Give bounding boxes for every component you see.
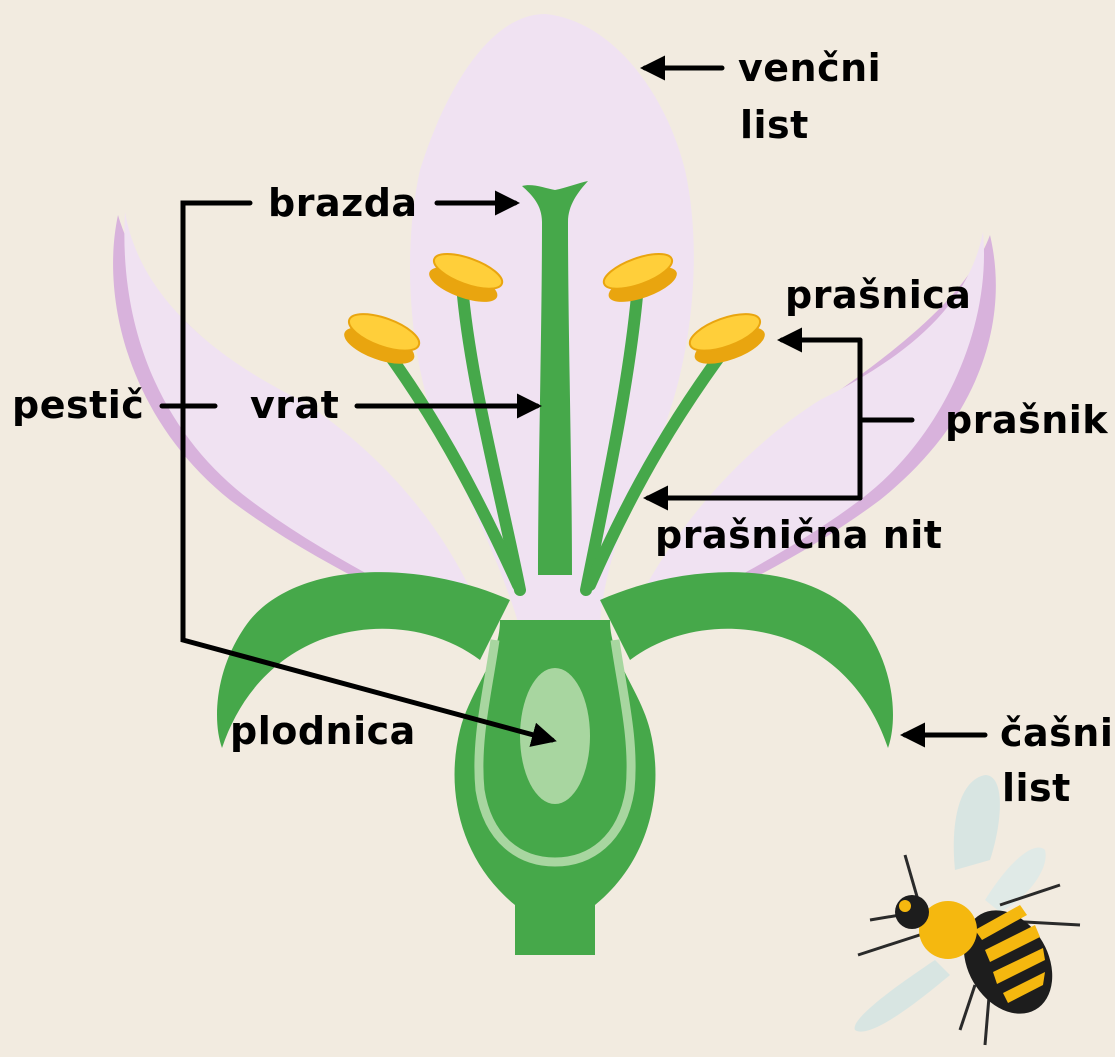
label-petal-line1: venčni [738, 45, 881, 91]
label-ovary: plodnica [230, 708, 416, 754]
label-pistil: pestič [12, 382, 144, 428]
label-stamen: prašnik [945, 397, 1108, 443]
label-petal-line2: list [740, 102, 809, 148]
anther-4 [685, 307, 769, 372]
label-stigma: brazda [268, 180, 418, 226]
label-sepal-line2: list [1002, 765, 1071, 811]
label-anther: prašnica [785, 272, 971, 318]
label-style: vrat [250, 382, 339, 428]
anther-2 [340, 307, 424, 372]
label-sepal-line1: čašni [1000, 710, 1113, 756]
bee-illustration [855, 775, 1080, 1045]
label-filament: prašnična nit [655, 512, 942, 558]
